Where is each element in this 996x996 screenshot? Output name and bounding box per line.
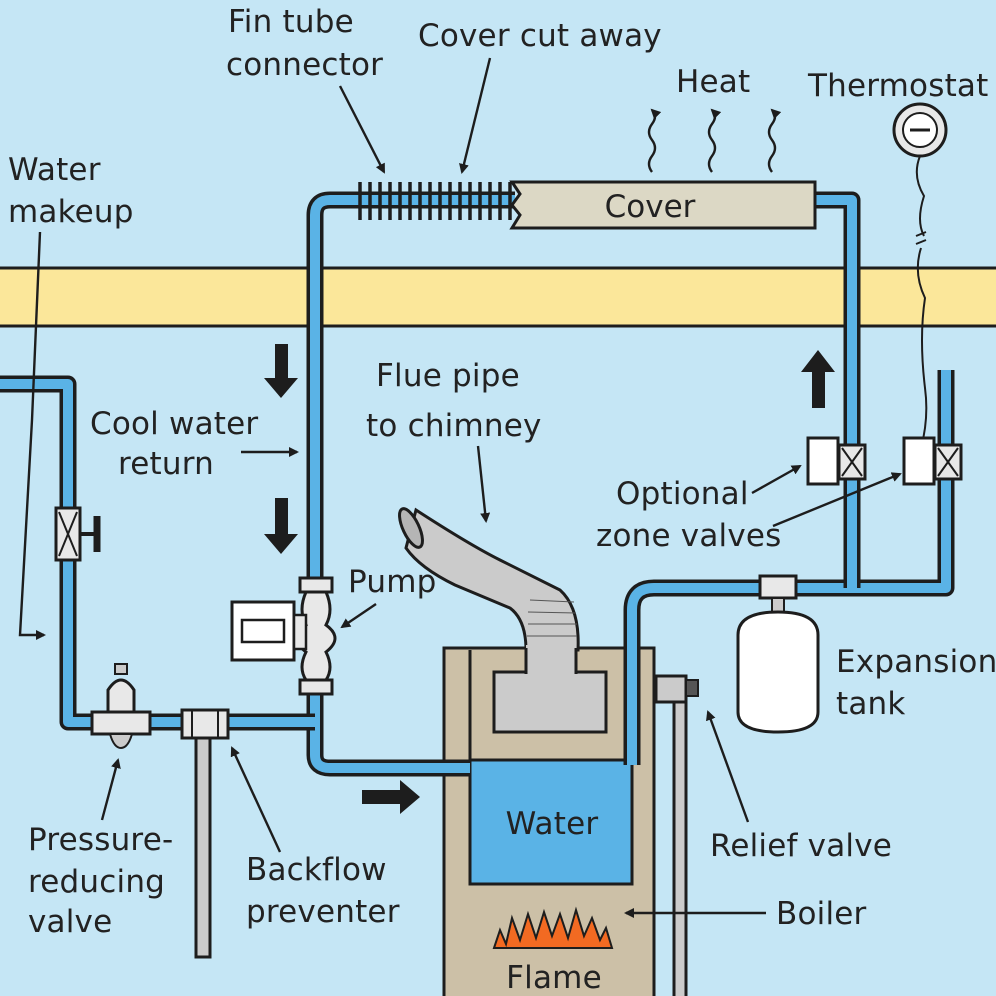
cool-water-label-line2: return <box>118 446 214 482</box>
fin-tube-cover: Cover <box>509 180 817 230</box>
water-makeup-label-line2: makeup <box>8 194 134 230</box>
water-makeup-label-line1: Water <box>8 152 101 188</box>
arrow-right-icon <box>362 780 420 814</box>
pressure-label-line2: reducing <box>28 864 165 900</box>
thermostat-label: Thermostat <box>807 68 988 104</box>
boiler-water <box>468 758 634 886</box>
zone-valves-label-line1: Optional <box>616 476 749 512</box>
heat-label: Heat <box>676 64 750 100</box>
labels: Fin tube connector Cover cut away Heat T… <box>8 4 996 996</box>
flame-icon <box>492 906 614 949</box>
flue-label-line2: to chimney <box>366 408 542 444</box>
pressure-label-line3: valve <box>28 904 112 940</box>
water-label: Water <box>506 806 599 842</box>
fin-tube-label-line1: Fin tube <box>228 4 354 40</box>
cover-label: Cover <box>605 189 696 225</box>
thermostat-icon <box>892 102 948 449</box>
cover-cut-label: Cover cut away <box>418 18 662 54</box>
pressure-reducing-valve <box>90 663 152 750</box>
floor-beam <box>0 266 996 328</box>
expansion-tank <box>736 574 820 734</box>
pump-label: Pump <box>348 564 436 600</box>
pointer-lines <box>18 57 902 918</box>
flue-pipe <box>398 507 608 734</box>
zone-valves-label-line2: zone valves <box>596 518 782 554</box>
arrow-up-icon <box>801 350 835 408</box>
fin-tube <box>358 182 512 220</box>
backflow-label-line1: Backflow <box>246 852 387 888</box>
arrow-down-icon <box>264 344 298 398</box>
flow-arrows <box>264 344 835 814</box>
flue-label-line1: Flue pipe <box>376 358 520 394</box>
arrow-down-icon <box>264 498 298 554</box>
relief-valve-label: Relief valve <box>710 828 892 864</box>
shutoff-valve <box>54 506 101 562</box>
heat-icon <box>647 108 782 173</box>
expansion-label-line1: Expansion <box>836 644 996 680</box>
pressure-label-line1: Pressure- <box>28 822 173 858</box>
zone-valve-2 <box>902 436 963 486</box>
flame-label: Flame <box>506 960 602 996</box>
boiler-label: Boiler <box>776 896 867 932</box>
backflow-label-line2: preventer <box>246 894 400 930</box>
cool-water-label-line1: Cool water <box>90 406 258 442</box>
zone-valve-1 <box>806 436 867 486</box>
relief-valve <box>654 674 699 996</box>
boiler <box>442 646 656 996</box>
backflow-preventer <box>180 708 230 959</box>
expansion-label-line2: tank <box>836 686 906 722</box>
fin-tube-label-line2: connector <box>226 47 383 83</box>
pump <box>230 576 337 696</box>
